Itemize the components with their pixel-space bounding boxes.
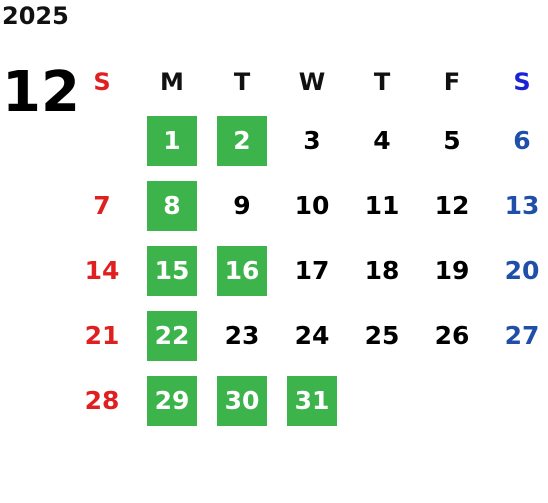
day-number: 14 — [84, 256, 120, 285]
day-number: 16 — [217, 245, 267, 296]
day-cell: 9 — [207, 173, 277, 238]
day-cell: 16 — [207, 238, 277, 303]
day-cell: 12 — [417, 173, 487, 238]
weekday-header-friday: F — [443, 68, 461, 96]
weekday-header-tuesday: T — [233, 68, 251, 96]
day-number — [427, 376, 477, 426]
day-number — [77, 116, 127, 166]
day-cell: 11 — [347, 173, 417, 238]
day-cell: 22 — [137, 303, 207, 368]
day-cell — [487, 368, 548, 433]
day-cell: 19 — [417, 238, 487, 303]
day-cell: 17 — [277, 238, 347, 303]
day-number — [357, 376, 407, 426]
day-number: 8 — [147, 180, 197, 231]
day-number: 10 — [294, 191, 330, 220]
day-number: 17 — [294, 256, 330, 285]
day-number: 25 — [364, 321, 400, 350]
day-cell: 29 — [137, 368, 207, 433]
month-label: 12 — [2, 60, 80, 125]
day-number: 23 — [224, 321, 260, 350]
day-cell: 8 — [137, 173, 207, 238]
day-cell — [67, 108, 137, 173]
day-cell: 5 — [417, 108, 487, 173]
day-cell: 18 — [347, 238, 417, 303]
weekday-header-wednesday: W — [298, 68, 326, 96]
day-number: 2 — [217, 115, 267, 166]
day-cell: 23 — [207, 303, 277, 368]
day-cell: 13 — [487, 173, 548, 238]
day-number: 22 — [147, 310, 197, 361]
day-number: 20 — [504, 256, 540, 285]
day-cell: 2 — [207, 108, 277, 173]
day-number: 7 — [93, 191, 111, 220]
day-number: 29 — [147, 375, 197, 426]
day-cell: 28 — [67, 368, 137, 433]
day-cell — [417, 368, 487, 433]
day-number: 4 — [373, 126, 391, 155]
calendar-grid: S M T W T F S 1 2 3 4 5 6 7 8 9 10 11 12… — [67, 56, 548, 433]
day-number: 11 — [364, 191, 400, 220]
day-number: 15 — [147, 245, 197, 296]
weekday-header-sunday: S — [93, 68, 111, 96]
day-number — [497, 376, 547, 426]
day-number: 24 — [294, 321, 330, 350]
day-number: 27 — [504, 321, 540, 350]
day-cell: 21 — [67, 303, 137, 368]
day-cell: 4 — [347, 108, 417, 173]
weekday-header-saturday: S — [513, 68, 531, 96]
weekday-header-monday: M — [160, 68, 184, 96]
day-cell: 27 — [487, 303, 548, 368]
weekday-header-thursday: T — [373, 68, 391, 96]
day-cell: 1 — [137, 108, 207, 173]
day-number: 26 — [434, 321, 470, 350]
day-cell: 3 — [277, 108, 347, 173]
day-cell: 24 — [277, 303, 347, 368]
day-cell: 30 — [207, 368, 277, 433]
day-number: 21 — [84, 321, 120, 350]
day-cell: 25 — [347, 303, 417, 368]
day-number: 9 — [233, 191, 251, 220]
day-cell: 6 — [487, 108, 548, 173]
day-cell: 7 — [67, 173, 137, 238]
day-cell: 20 — [487, 238, 548, 303]
day-number: 18 — [364, 256, 400, 285]
day-number: 31 — [287, 375, 337, 426]
day-number: 19 — [434, 256, 470, 285]
day-number: 5 — [443, 126, 461, 155]
day-number: 12 — [434, 191, 470, 220]
day-cell: 14 — [67, 238, 137, 303]
day-number: 13 — [504, 191, 540, 220]
year-label: 2025 — [2, 2, 69, 30]
day-number: 1 — [147, 115, 197, 166]
day-cell: 31 — [277, 368, 347, 433]
day-cell: 15 — [137, 238, 207, 303]
day-cell: 10 — [277, 173, 347, 238]
day-number: 30 — [217, 375, 267, 426]
day-cell — [347, 368, 417, 433]
day-number: 28 — [84, 386, 120, 415]
day-cell: 26 — [417, 303, 487, 368]
day-number: 6 — [513, 126, 531, 155]
day-number: 3 — [303, 126, 321, 155]
